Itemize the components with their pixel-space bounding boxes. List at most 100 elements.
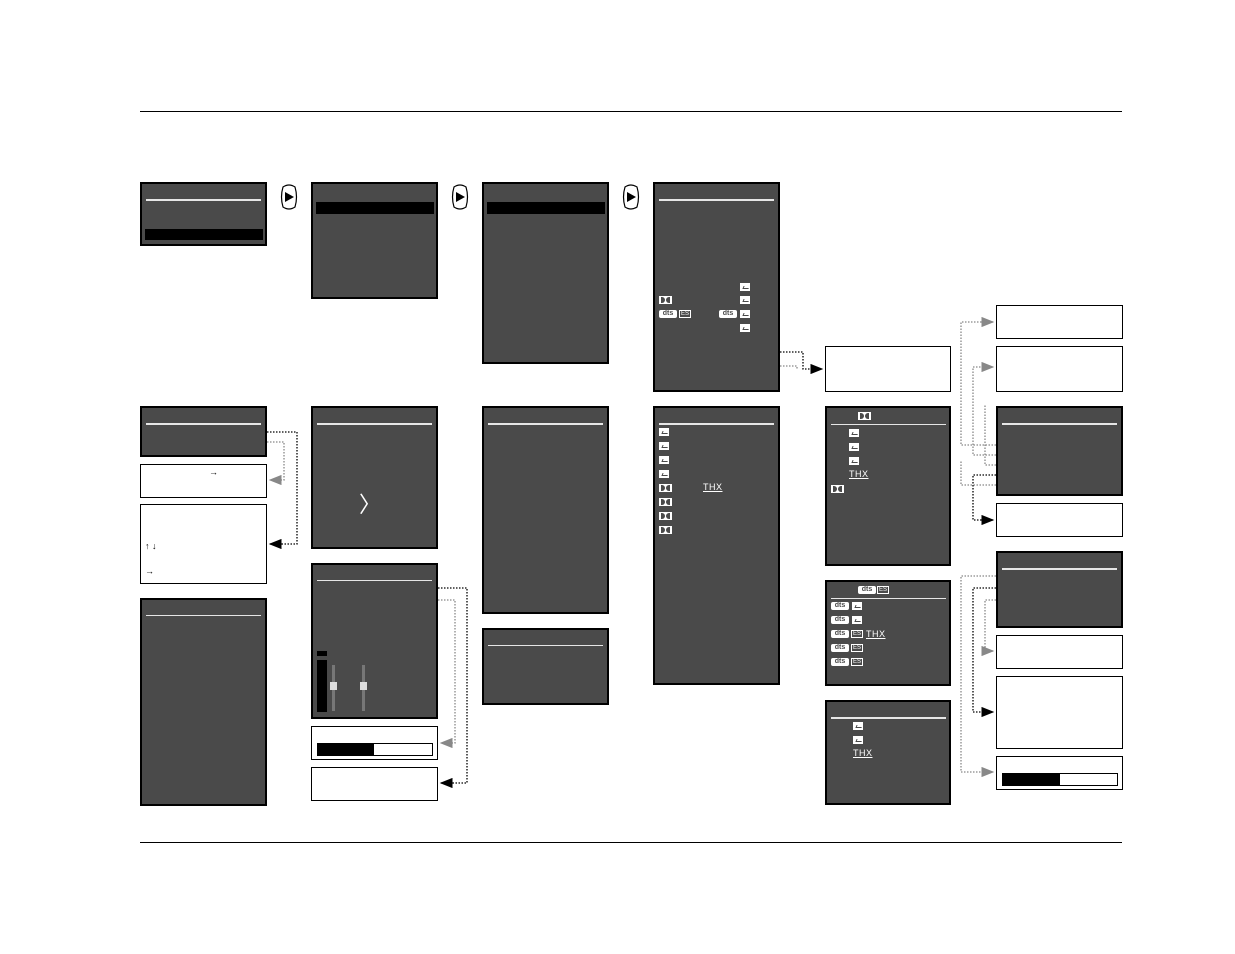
progress-box-right — [996, 756, 1123, 790]
connector-light — [972, 361, 996, 456]
progress-bar-right — [1002, 773, 1118, 786]
title-underline — [488, 645, 603, 646]
progress-box-left — [311, 726, 438, 760]
chevron-right-icon: 〉 — [359, 493, 382, 518]
s-logo-icon — [740, 324, 750, 332]
dts-logo-icon: dts — [831, 658, 849, 666]
meter-cap — [317, 651, 327, 656]
input-list-screen — [482, 182, 609, 364]
right-arrow-button-icon[interactable] — [279, 183, 299, 211]
info-box-arrow: → — [140, 464, 267, 498]
s-logo-icon — [740, 296, 750, 304]
connector-dark — [267, 431, 298, 550]
level-meter-bar — [317, 660, 327, 712]
bottom-page-rule — [140, 842, 1122, 843]
title-underline — [488, 423, 603, 425]
connector-light — [984, 405, 996, 466]
dts-logo-icon: dts — [831, 644, 849, 652]
title-underline — [1002, 568, 1117, 570]
right-arrow-glyph: → — [145, 566, 154, 576]
s-logo-icon — [853, 722, 863, 730]
main-menu-screen — [140, 182, 267, 246]
title-underline — [146, 423, 261, 425]
dts-logo-icon: dts — [831, 616, 849, 624]
mode-list-screen: THX — [653, 406, 780, 685]
right-arrow-button-icon[interactable] — [450, 183, 470, 211]
s-logo-icon — [853, 736, 863, 744]
list-screen — [140, 598, 267, 806]
connector-light — [267, 441, 285, 486]
progress-bar-left-fill — [318, 744, 374, 755]
s-logo-icon — [659, 442, 669, 450]
progress-bar-left — [317, 743, 433, 756]
title-underline — [317, 580, 432, 581]
connector-dark — [972, 474, 996, 526]
title-underline — [146, 199, 261, 201]
selected-row-highlight — [145, 229, 263, 240]
s-logo-icon — [849, 457, 859, 465]
info-box-1 — [996, 305, 1123, 339]
s-logo-icon — [852, 616, 862, 624]
title-underline — [1002, 423, 1117, 425]
s-logo-icon — [659, 470, 669, 478]
right-arrow-button-icon[interactable] — [621, 183, 641, 211]
mode-screen: dts ES dts — [653, 182, 780, 392]
stereo-mode-screen: THX — [825, 700, 951, 805]
info-box-4 — [996, 635, 1123, 669]
title-underline — [831, 717, 946, 719]
dolby-logo-icon — [659, 498, 672, 506]
s-logo-icon — [659, 456, 669, 464]
setup-screen — [140, 406, 267, 457]
slider-knob-right[interactable] — [360, 682, 367, 690]
info-box-keys: ↑ ↓ → — [140, 504, 267, 584]
info-box-3 — [996, 503, 1123, 537]
connector-light — [960, 316, 996, 446]
up-down-arrows-glyph: ↑ ↓ — [145, 541, 157, 551]
es-logo-icon: ES — [851, 630, 863, 638]
s-logo-icon — [849, 429, 859, 437]
thx-logo-icon: THX — [703, 482, 723, 492]
level-meter-screen — [311, 563, 438, 719]
info-box-2 — [996, 346, 1123, 392]
slider-knob-left[interactable] — [330, 682, 337, 690]
selected-row-highlight — [316, 202, 434, 214]
s-logo-icon — [659, 428, 669, 436]
dolby-logo-icon — [858, 412, 871, 420]
thx-logo-icon: THX — [849, 469, 869, 479]
config-screen — [482, 406, 609, 614]
connector-light — [438, 599, 456, 749]
small-config-screen — [482, 628, 609, 705]
info-box-bottom — [311, 767, 438, 801]
thx-logo-icon: THX — [853, 748, 873, 758]
s-logo-icon — [740, 310, 750, 318]
dts-logo-icon: dts — [858, 586, 876, 594]
connector-light — [960, 460, 996, 486]
dolby-logo-icon — [659, 296, 672, 304]
es-logo-icon: ES — [877, 586, 889, 594]
s-logo-icon — [849, 443, 859, 451]
thx-logo-icon: THX — [866, 629, 886, 639]
es-logo-icon: ES — [851, 644, 863, 652]
selected-row-highlight — [487, 202, 605, 214]
adjust-screen: 〉 — [311, 406, 438, 549]
s-logo-icon — [852, 602, 862, 610]
connector-dark — [438, 587, 468, 789]
connector-light — [981, 599, 996, 657]
connector-light — [780, 365, 798, 369]
title-underline — [831, 598, 946, 599]
info-box-5 — [996, 676, 1123, 749]
es-logo-icon: ES — [679, 310, 691, 318]
parameter-screen-2 — [996, 551, 1123, 628]
dts-logo-icon: dts — [719, 310, 737, 318]
connector-light — [960, 575, 996, 778]
s-logo-icon — [740, 283, 750, 291]
dts-logo-icon: dts — [659, 310, 677, 318]
title-underline — [831, 424, 946, 425]
connector-dark — [972, 587, 996, 718]
title-underline — [659, 199, 774, 201]
info-box-mode — [825, 346, 951, 392]
es-logo-icon: ES — [851, 658, 863, 666]
dts-logo-icon: dts — [831, 630, 849, 638]
dolby-logo-icon — [659, 512, 672, 520]
